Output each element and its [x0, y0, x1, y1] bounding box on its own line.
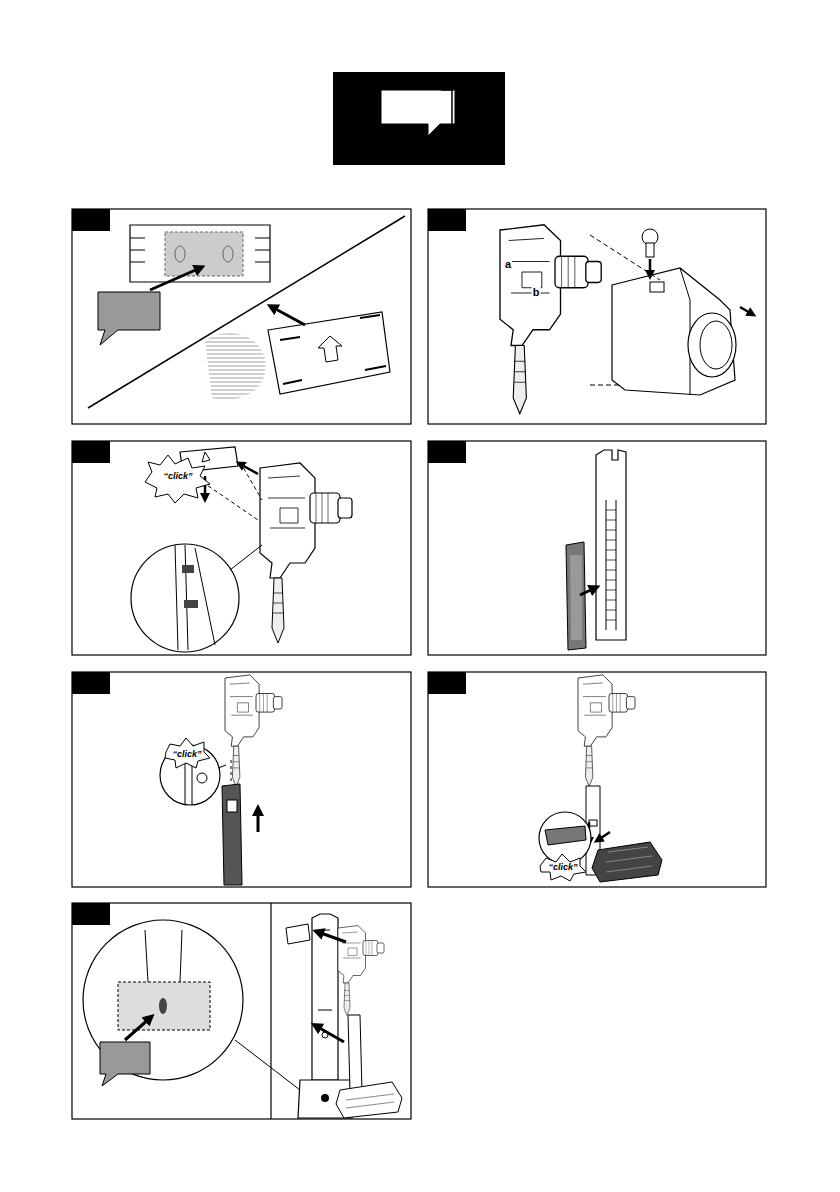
panel-7-art	[83, 914, 402, 1118]
click-callout: “click”	[163, 472, 192, 481]
arrow-letter: b	[532, 287, 541, 298]
panel-1-art	[88, 216, 405, 408]
header-tab	[333, 72, 505, 165]
click-callout: “click”	[172, 750, 201, 759]
panel-6-art	[539, 675, 662, 882]
panel-3-art	[131, 447, 352, 652]
panel-4-art	[566, 450, 626, 650]
speech-icon	[381, 90, 455, 136]
panel-2-art	[500, 225, 752, 414]
arrow-letter: a	[504, 259, 512, 270]
panel-5-art	[160, 675, 282, 885]
click-callout: “click”	[548, 863, 577, 872]
panel-frames	[72, 209, 766, 1119]
step-tabs	[72, 209, 466, 925]
